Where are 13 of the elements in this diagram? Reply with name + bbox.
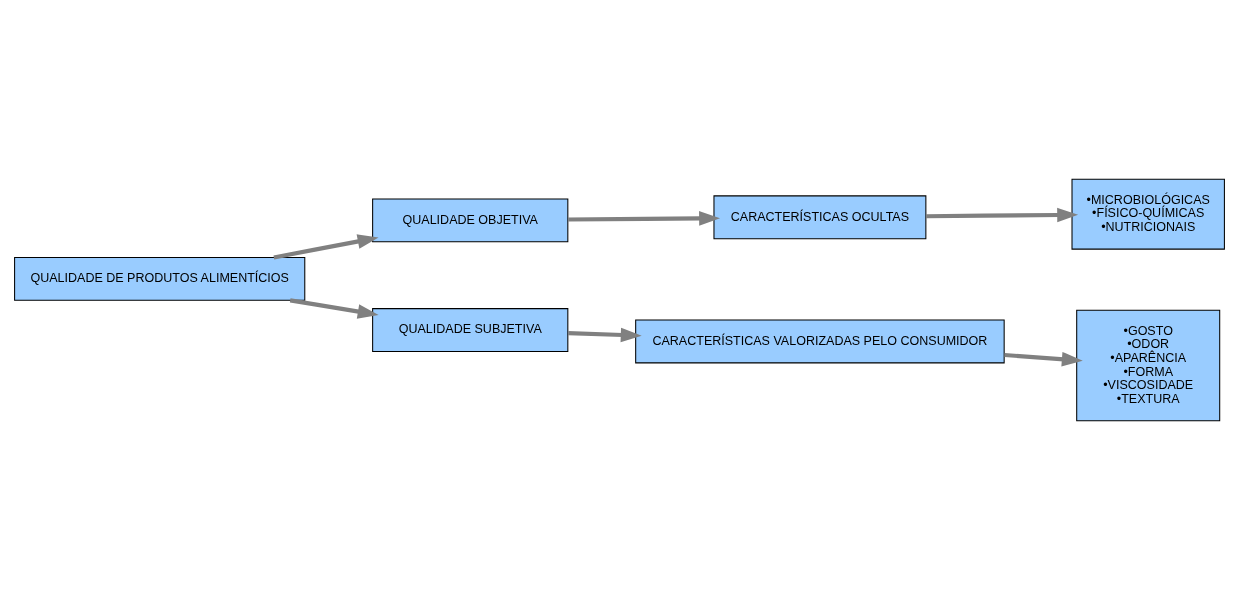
arrow [289,297,379,319]
arrow [1004,351,1083,367]
node-box: QUALIDADE SUBJETIVA [372,307,569,352]
arrow [273,233,379,259]
node-box: •MICROBIOLÓGICAS •FÍSICO-QUÍMICAS •NUTRICIONAIS [1071,178,1225,250]
arrow [568,210,721,226]
node-box: •GOSTO •ODOR •APARÊNCIA •FORMA •VISCOSIDADE •TEXTURA [1076,309,1221,421]
node-box: CARACTERÍSTICAS OCULTAS [713,194,927,239]
arrow [925,207,1079,222]
arrow [568,327,642,342]
node-box: QUALIDADE OBJETIVA [372,198,569,242]
node-box: QUALIDADE DE PRODUTOS ALIMENTÍCIOS [14,256,306,301]
node-box: CARACTERÍSTICAS VALORIZADAS PELO CONSUMIDOR [635,319,1005,363]
